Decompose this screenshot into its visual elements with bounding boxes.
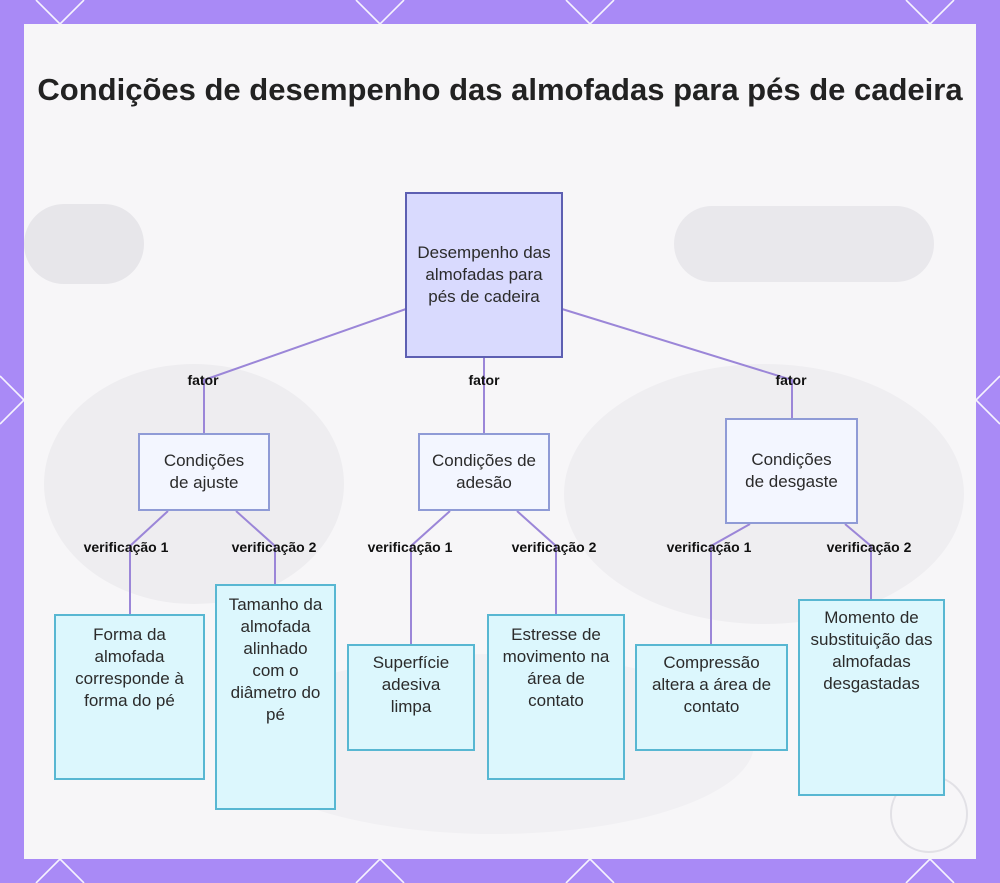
- edge-factor-1-check-1: [130, 511, 168, 616]
- edge-label-check-1: verificação 1: [667, 539, 752, 555]
- edge-factor-3-check-2: [845, 524, 871, 601]
- edge-factor-2-check-1: [411, 511, 450, 646]
- check-node-label: Forma da almofada corresponde à forma do…: [60, 624, 199, 712]
- check-node-label: Estresse de movimento na área de contato: [493, 624, 619, 712]
- factor-node-label: Condições de adesão: [424, 450, 544, 494]
- check-node-fit-2: Tamanho da almofada alinhado com o diâme…: [215, 584, 336, 810]
- check-node-label: Superfície adesiva limpa: [353, 652, 469, 718]
- edge-label-check-1: verificação 1: [84, 539, 169, 555]
- edge-label-check-1: verificação 1: [368, 539, 453, 555]
- edge-label-factor: fator: [187, 372, 218, 388]
- check-node-fit-1: Forma da almofada corresponde à forma do…: [54, 614, 205, 780]
- factor-node-adhesion: Condições de adesão: [418, 433, 550, 511]
- check-node-wear-1: Compressão altera a área de contato: [635, 644, 788, 751]
- check-node-wear-2: Momento de substituição das almofadas de…: [798, 599, 945, 796]
- check-node-label: Compressão altera a área de contato: [641, 652, 782, 718]
- check-node-label: Tamanho da almofada alinhado com o diâme…: [221, 594, 330, 726]
- edge-root-factor-1: [204, 309, 406, 435]
- root-node-label: Desempenho das almofadas para pés de cad…: [411, 242, 557, 308]
- factor-node-label: Condições de ajuste: [144, 450, 264, 494]
- edge-label-check-2: verificação 2: [232, 539, 317, 555]
- edge-label-factor: fator: [468, 372, 499, 388]
- factor-node-wear: Condições de desgaste: [725, 418, 858, 524]
- edge-label-check-2: verificação 2: [512, 539, 597, 555]
- check-node-adhesion-2: Estresse de movimento na área de contato: [487, 614, 625, 780]
- edge-label-factor: fator: [775, 372, 806, 388]
- root-node: Desempenho das almofadas para pés de cad…: [405, 192, 563, 358]
- factor-node-label: Condições de desgaste: [731, 449, 852, 493]
- check-node-adhesion-1: Superfície adesiva limpa: [347, 644, 475, 751]
- edge-factor-2-check-2: [517, 511, 556, 616]
- check-node-label: Momento de substituição das almofadas de…: [804, 607, 939, 695]
- edge-label-check-2: verificação 2: [827, 539, 912, 555]
- edge-root-factor-3: [562, 309, 792, 420]
- factor-node-fit: Condições de ajuste: [138, 433, 270, 511]
